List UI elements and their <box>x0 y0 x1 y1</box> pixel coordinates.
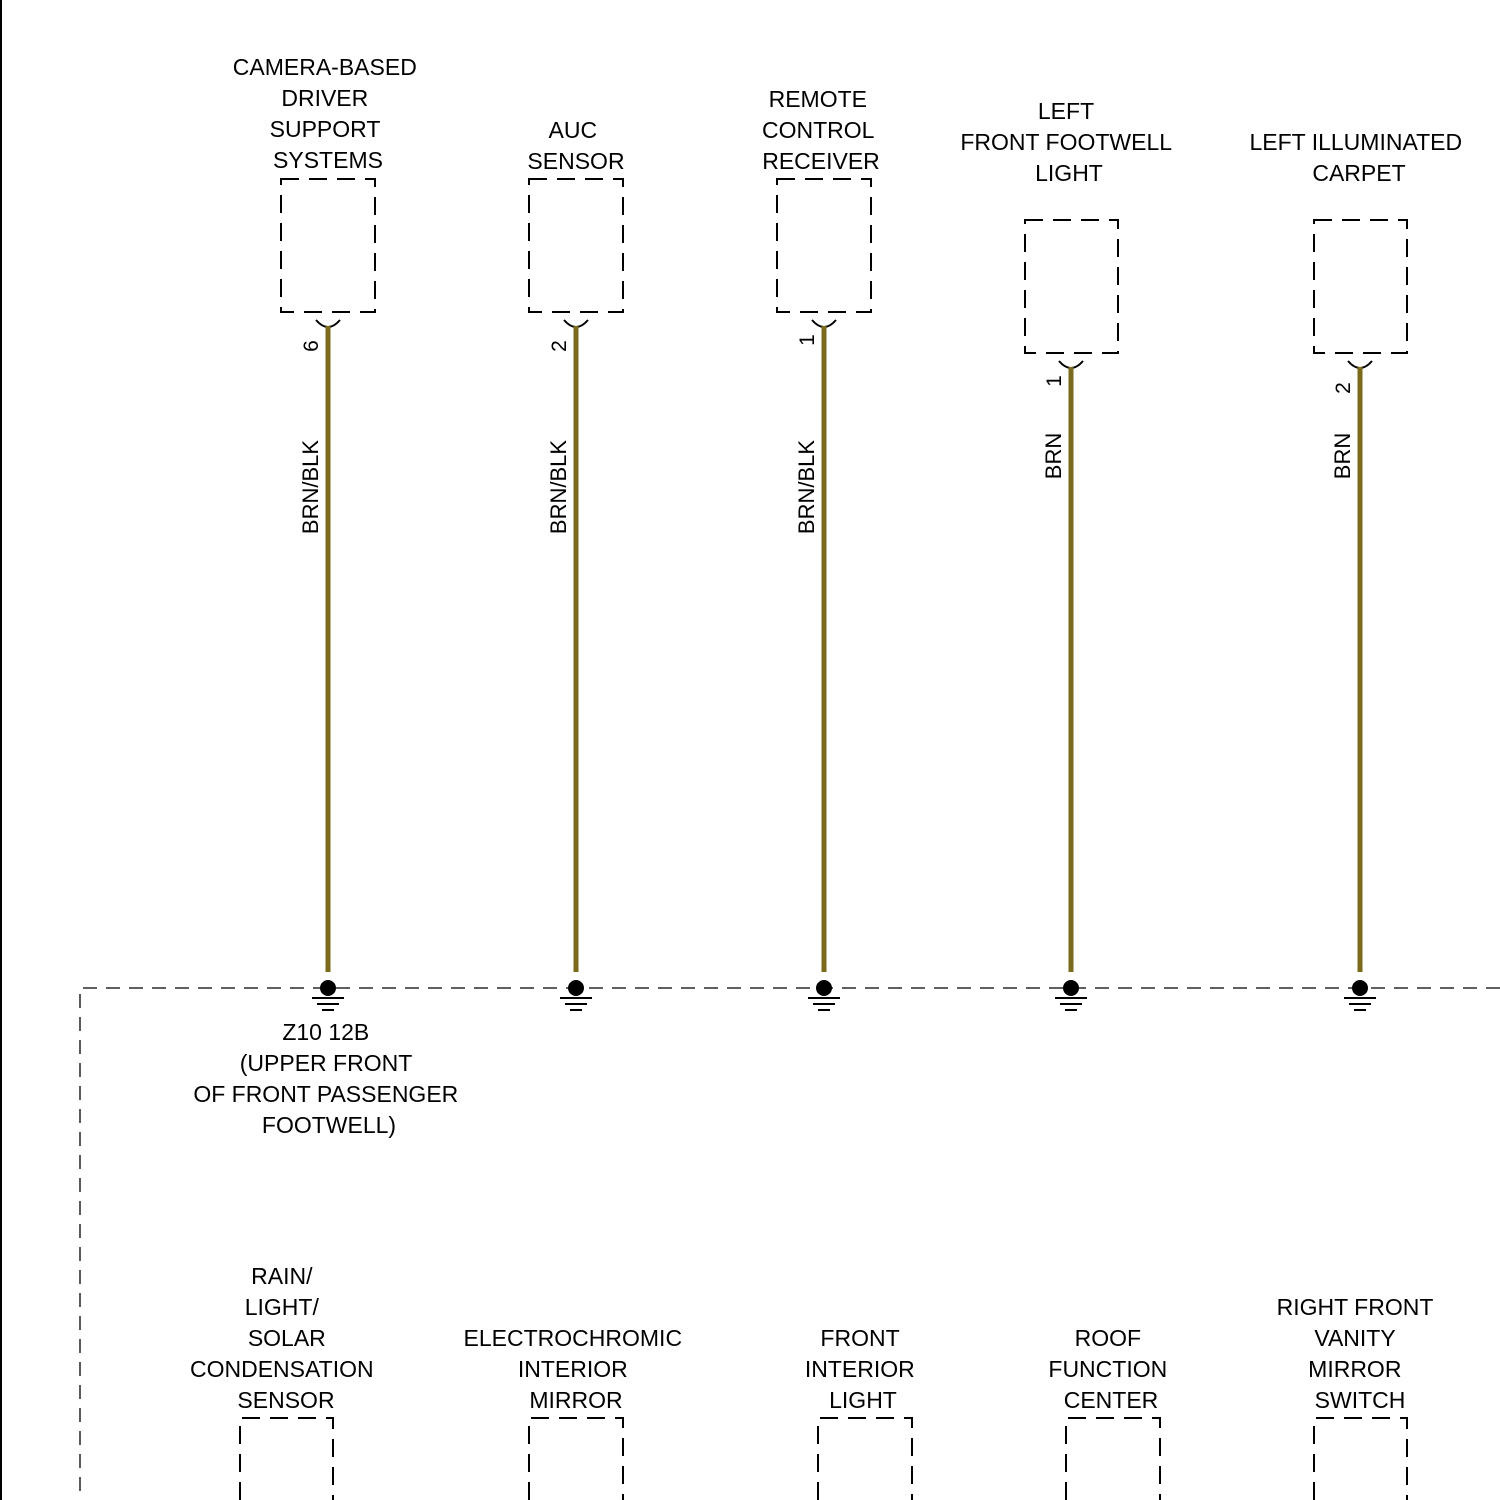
component-label: AUC SENSOR <box>527 117 624 174</box>
component-left-front-footwell-light[interactable]: LEFT FRONT FOOTWELL LIGHT 1 BRN <box>960 98 1177 1010</box>
component-rain-light-solar-condensation-sensor[interactable]: RAIN/ LIGHT/ SOLAR CONDENSATION SENSOR <box>190 1263 380 1500</box>
component-label: LEFT FRONT FOOTWELL LIGHT <box>960 98 1177 186</box>
pin-number: 1 <box>796 334 819 346</box>
component-box <box>1314 1418 1407 1500</box>
component-box <box>777 179 871 312</box>
component-label: LEFT ILLUMINATED CARPET <box>1250 129 1469 186</box>
component-label: CAMERA-BASED DRIVER SUPPORT SYSTEMS <box>233 54 423 173</box>
component-label: FRONT INTERIOR LIGHT <box>805 1325 921 1413</box>
component-roof-function-center[interactable]: ROOF FUNCTION CENTER <box>1048 1325 1173 1500</box>
component-camera-based-driver-support[interactable]: CAMERA-BASED DRIVER SUPPORT SYSTEMS 6 BR… <box>233 54 423 1010</box>
pin-number: 2 <box>1332 382 1355 394</box>
ground-symbol <box>808 980 840 1010</box>
connector-symbol <box>812 320 836 327</box>
connector-symbol <box>564 320 588 327</box>
component-label: REMOTE CONTROL RECEIVER <box>762 86 880 174</box>
component-box <box>1066 1418 1160 1500</box>
component-label: RAIN/ LIGHT/ SOLAR CONDENSATION SENSOR <box>190 1263 380 1413</box>
connector-symbol <box>1059 361 1083 368</box>
component-left-illuminated-carpet[interactable]: LEFT ILLUMINATED CARPET 2 BRN <box>1250 129 1469 1010</box>
pin-number: 6 <box>300 340 323 352</box>
component-right-front-vanity-mirror-switch[interactable]: RIGHT FRONT VANITY MIRROR SWITCH <box>1277 1294 1440 1500</box>
wire-color-label: BRN/BLK <box>298 440 323 534</box>
component-remote-control-receiver[interactable]: REMOTE CONTROL RECEIVER 1 BRN/BLK <box>762 86 880 1010</box>
component-label: RIGHT FRONT VANITY MIRROR SWITCH <box>1277 1294 1440 1413</box>
ground-symbol <box>312 980 344 1010</box>
ground-symbol <box>1055 980 1087 1010</box>
pin-number: 2 <box>548 340 571 352</box>
ground-symbol <box>560 980 592 1010</box>
component-box <box>1314 220 1407 353</box>
component-auc-sensor[interactable]: AUC SENSOR 2 BRN/BLK <box>527 117 624 1010</box>
ground-location-label: Z10 12B (UPPER FRONT OF FRONT PASSENGER … <box>193 1019 464 1138</box>
ground-symbol <box>1344 980 1376 1010</box>
component-box <box>529 1418 623 1500</box>
connector-symbol <box>316 320 340 327</box>
wire-color-label: BRN/BLK <box>794 440 819 534</box>
component-box <box>1025 220 1118 353</box>
component-electrochromic-interior-mirror[interactable]: ELECTROCHROMIC INTERIOR MIRROR <box>464 1325 689 1500</box>
component-box <box>818 1418 912 1500</box>
wire-color-label: BRN/BLK <box>546 440 571 534</box>
component-box <box>529 179 623 312</box>
component-label: ROOF FUNCTION CENTER <box>1048 1325 1173 1413</box>
component-box <box>281 179 375 312</box>
connector-symbol <box>1348 361 1372 368</box>
component-front-interior-light[interactable]: FRONT INTERIOR LIGHT <box>805 1325 921 1500</box>
pin-number: 1 <box>1043 375 1066 387</box>
component-box <box>240 1418 333 1500</box>
component-label: ELECTROCHROMIC INTERIOR MIRROR <box>464 1325 689 1413</box>
wire-color-label: BRN <box>1041 433 1066 479</box>
wire-color-label: BRN <box>1330 433 1355 479</box>
